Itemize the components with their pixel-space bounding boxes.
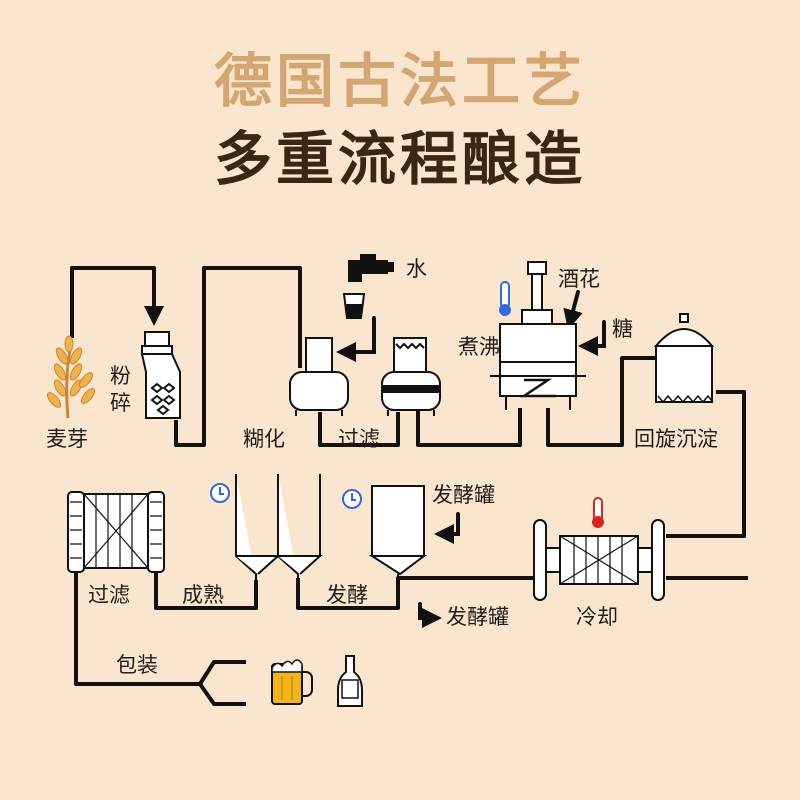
fermenter-out-arrow <box>418 602 442 628</box>
clock-icon <box>342 489 362 509</box>
water-arrow <box>336 316 376 362</box>
beer-mug-icon <box>271 659 313 705</box>
pipe-tanks-to-filter <box>154 572 258 610</box>
label-water: 水 <box>406 257 427 281</box>
mill-machine <box>140 331 181 419</box>
pipe-malt-to-mill <box>70 266 164 338</box>
label-whirlpool: 回旋沉淀 <box>634 427 718 451</box>
heat-exchanger <box>533 519 665 601</box>
pipe-whirlpool-to-cooler <box>666 390 746 538</box>
label-lauter: 过滤 <box>338 427 380 451</box>
pipe-boil-to-whirlpool <box>546 356 656 447</box>
label-package: 包装 <box>116 653 158 677</box>
whirlpool-tank <box>653 313 715 404</box>
pipe-mill-to-mash <box>174 266 302 447</box>
label-mature: 成熟 <box>182 583 224 607</box>
faucet-icon <box>348 254 394 282</box>
thermometer-hot-icon <box>592 497 604 528</box>
pipe-lauter-to-boil <box>416 408 522 447</box>
maturation-tanks <box>235 474 323 580</box>
pipe-package-split <box>198 660 246 706</box>
pipe-mash-to-lauter <box>318 412 400 447</box>
fermentation-tank <box>368 485 427 580</box>
lauter-tun <box>381 337 441 416</box>
pipe-cooler-to-tanks <box>296 576 540 610</box>
pipe-filter-to-package <box>74 572 200 686</box>
sugar-arrow <box>578 320 606 356</box>
filter-press <box>67 491 165 573</box>
label-cool: 冷却 <box>576 605 618 629</box>
label-boil: 煮沸 <box>458 335 500 359</box>
clock-icon <box>210 483 230 503</box>
boil-kettle <box>490 261 586 410</box>
label-fermenter-top: 发酵罐 <box>432 483 495 507</box>
fermenter-top-arrow <box>434 512 460 544</box>
mash-tun <box>289 337 349 416</box>
label-mill-2: 碎 <box>110 391 131 415</box>
title-line-1: 德国古法工艺 <box>213 47 586 115</box>
water-cup-icon <box>342 293 366 319</box>
label-ferment: 发酵 <box>326 583 368 607</box>
label-sugar: 糖 <box>612 317 633 341</box>
wheat-icon <box>46 335 96 419</box>
pipes <box>70 266 748 706</box>
label-mash: 糊化 <box>243 427 285 451</box>
label-mill-1: 粉 <box>110 364 131 388</box>
label-malt: 麦芽 <box>46 427 88 451</box>
label-filter: 过滤 <box>88 583 130 607</box>
label-fermenter-out: 发酵罐 <box>446 605 509 629</box>
title-line-2: 多重流程酿造 <box>213 125 586 193</box>
label-hops: 酒花 <box>558 267 600 291</box>
thermometer-cold-icon <box>499 281 511 316</box>
hops-arrow <box>563 290 583 330</box>
beer-bottle-icon <box>337 655 363 707</box>
